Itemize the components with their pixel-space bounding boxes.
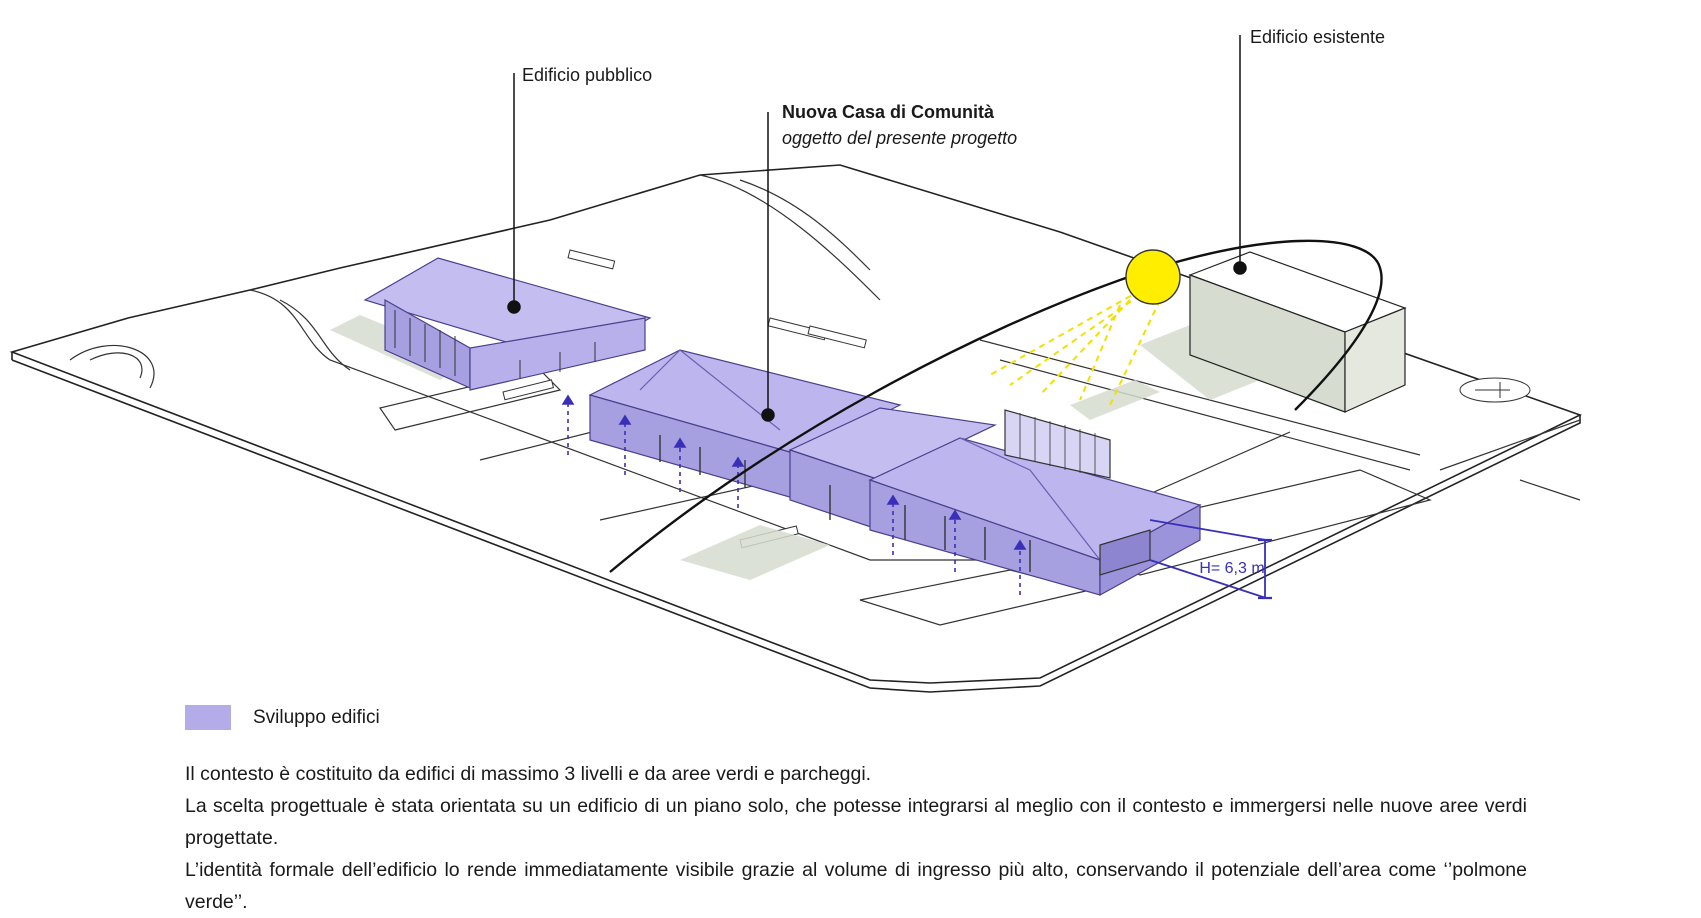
legend-label: Sviluppo edifici: [253, 706, 380, 728]
callout-existing-building: Edificio esistente: [1250, 24, 1385, 50]
description-paragraph: Il contesto è costituito da edifici di m…: [185, 763, 872, 785]
existing-building-label: Edificio esistente: [1250, 27, 1386, 47]
callout-public-building: Edificio pubblico: [522, 62, 652, 88]
callout-leaders: [507, 35, 1247, 422]
site-axonometric-drawing: H= 6,3 m: [9, 35, 1583, 693]
callout-new-community-house: Nuova Casa di Comunità oggetto del prese…: [782, 99, 1017, 151]
sun-icon: [1125, 249, 1181, 305]
public-building: [363, 257, 652, 391]
height-arrows: [561, 394, 1027, 595]
height-dimension-label: H= 6,3 m: [1199, 560, 1264, 577]
legend: Sviluppo edifici: [185, 705, 380, 730]
legend-swatch: [185, 705, 231, 730]
sun-path: [609, 239, 1383, 573]
description-paragraph: L’identità formale dell’edificio lo rend…: [185, 859, 1527, 913]
public-building-label: Edificio pubblico: [522, 65, 653, 85]
description-paragraph: La scelta progettuale è stata orientata …: [185, 795, 1527, 849]
new-community-house-title: Nuova Casa di Comunità: [782, 102, 995, 122]
new-community-house: [588, 349, 1202, 597]
height-dimension: [1149, 519, 1272, 600]
sun-rays: [989, 284, 1161, 406]
new-community-house-subtitle: oggetto del presente progetto: [782, 128, 1018, 148]
description-text: Il contesto è costituito da edifici di m…: [185, 758, 1527, 918]
